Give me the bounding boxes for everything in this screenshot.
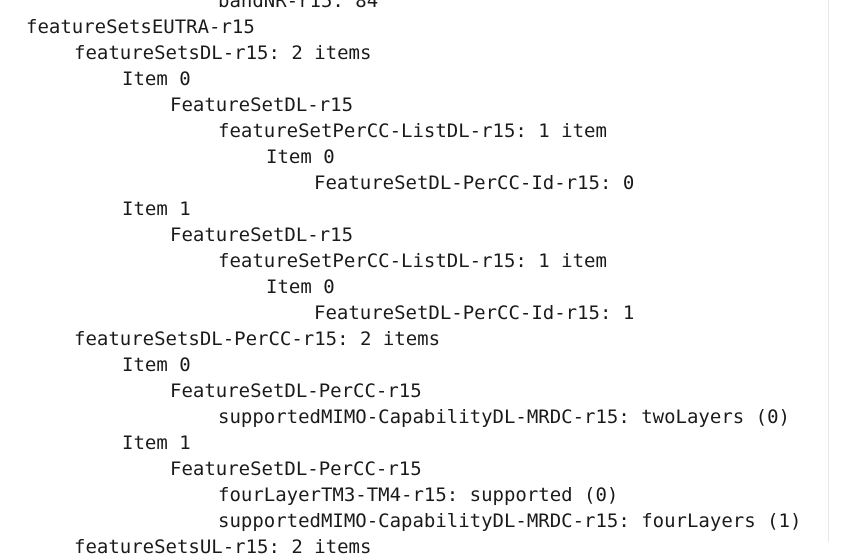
tree-row-label: bandNR-r15: 84 — [218, 0, 379, 12]
tree-row-featureset-dl-r15[interactable]: FeatureSetDL-r15 — [0, 92, 842, 118]
tree-row-item-0[interactable]: Item 0 — [0, 144, 842, 170]
tree-row-supported-mimo-capability-dl-mrdc-r15[interactable]: supportedMIMO-CapabilityDL-MRDC-r15: fou… — [0, 508, 842, 534]
tree-row-label: featureSetPerCC-ListDL-r15: 1 item — [218, 120, 607, 142]
tree-row-label: featureSetsDL-r15: 2 items — [74, 42, 372, 64]
tree-row-featuresets-dl-percc-r15[interactable]: featureSetsDL-PerCC-r15: 2 items — [0, 326, 842, 352]
tree-row-featuresets-eutra-r15[interactable]: featureSetsEUTRA-r15 — [0, 14, 842, 40]
tree-row-bandnr-r15[interactable]: bandNR-r15: 84 — [0, 0, 842, 14]
tree-row-label: Item 0 — [266, 276, 335, 298]
tree-row-item-0[interactable]: Item 0 — [0, 352, 842, 378]
tree-row-featureset-dl-percc-id-r15[interactable]: FeatureSetDL-PerCC-Id-r15: 0 — [0, 170, 842, 196]
tree-row-label: supportedMIMO-CapabilityDL-MRDC-r15: two… — [218, 406, 790, 428]
tree-row-featureset-dl-percc-id-r15[interactable]: FeatureSetDL-PerCC-Id-r15: 1 — [0, 300, 842, 326]
tree-row-label: Item 0 — [122, 68, 191, 90]
tree-row-item-1[interactable]: Item 1 — [0, 430, 842, 456]
tree-row-label: featureSetsEUTRA-r15 — [26, 16, 255, 38]
tree-row-label: supportedMIMO-CapabilityDL-MRDC-r15: fou… — [218, 510, 802, 532]
tree-row-featureset-dl-percc-r15[interactable]: FeatureSetDL-PerCC-r15 — [0, 378, 842, 404]
tree-row-label: Item 0 — [122, 354, 191, 376]
tree-row-label: FeatureSetDL-PerCC-r15 — [170, 380, 422, 402]
tree-row-label: featureSetsUL-r15: 2 items — [74, 536, 372, 558]
tree-row-featuresets-dl-r15[interactable]: featureSetsDL-r15: 2 items — [0, 40, 842, 66]
tree-row-label: FeatureSetDL-PerCC-Id-r15: 1 — [314, 302, 635, 324]
vertical-scrollbar[interactable] — [828, 0, 842, 542]
tree-row-featureset-dl-r15[interactable]: FeatureSetDL-r15 — [0, 222, 842, 248]
tree-row-item-1[interactable]: Item 1 — [0, 196, 842, 222]
tree-row-featureset-percc-listdl-r15[interactable]: featureSetPerCC-ListDL-r15: 1 item — [0, 248, 842, 274]
tree-row-item-0[interactable]: Item 0 — [0, 66, 842, 92]
tree-row-featureset-percc-listdl-r15[interactable]: featureSetPerCC-ListDL-r15: 1 item — [0, 118, 842, 144]
tree-row-label: featureSetsDL-PerCC-r15: 2 items — [74, 328, 441, 350]
tree-row-label: Item 0 — [266, 146, 335, 168]
tree-row-label: FeatureSetDL-r15 — [170, 94, 354, 116]
tree-row-label: FeatureSetDL-r15 — [170, 224, 354, 246]
tree-row-label: Item 1 — [122, 198, 191, 220]
tree-row-supported-mimo-capability-dl-mrdc-r15[interactable]: supportedMIMO-CapabilityDL-MRDC-r15: two… — [0, 404, 842, 430]
tree-row-label: FeatureSetDL-PerCC-Id-r15: 0 — [314, 172, 635, 194]
tree-row-featuresets-ul-r15[interactable]: featureSetsUL-r15: 2 items — [0, 534, 842, 560]
tree-row-fourlayer-tm3-tm4-r15[interactable]: fourLayerTM3-TM4-r15: supported (0) — [0, 482, 842, 508]
tree-row-label: fourLayerTM3-TM4-r15: supported (0) — [218, 484, 619, 506]
tree-row-featureset-dl-percc-r15[interactable]: FeatureSetDL-PerCC-r15 — [0, 456, 842, 482]
tree-row-label: FeatureSetDL-PerCC-r15 — [170, 458, 422, 480]
tree-row-label: Item 1 — [122, 432, 191, 454]
tree-row-item-0[interactable]: Item 0 — [0, 274, 842, 300]
tree-row-label: featureSetPerCC-ListDL-r15: 1 item — [218, 250, 607, 272]
